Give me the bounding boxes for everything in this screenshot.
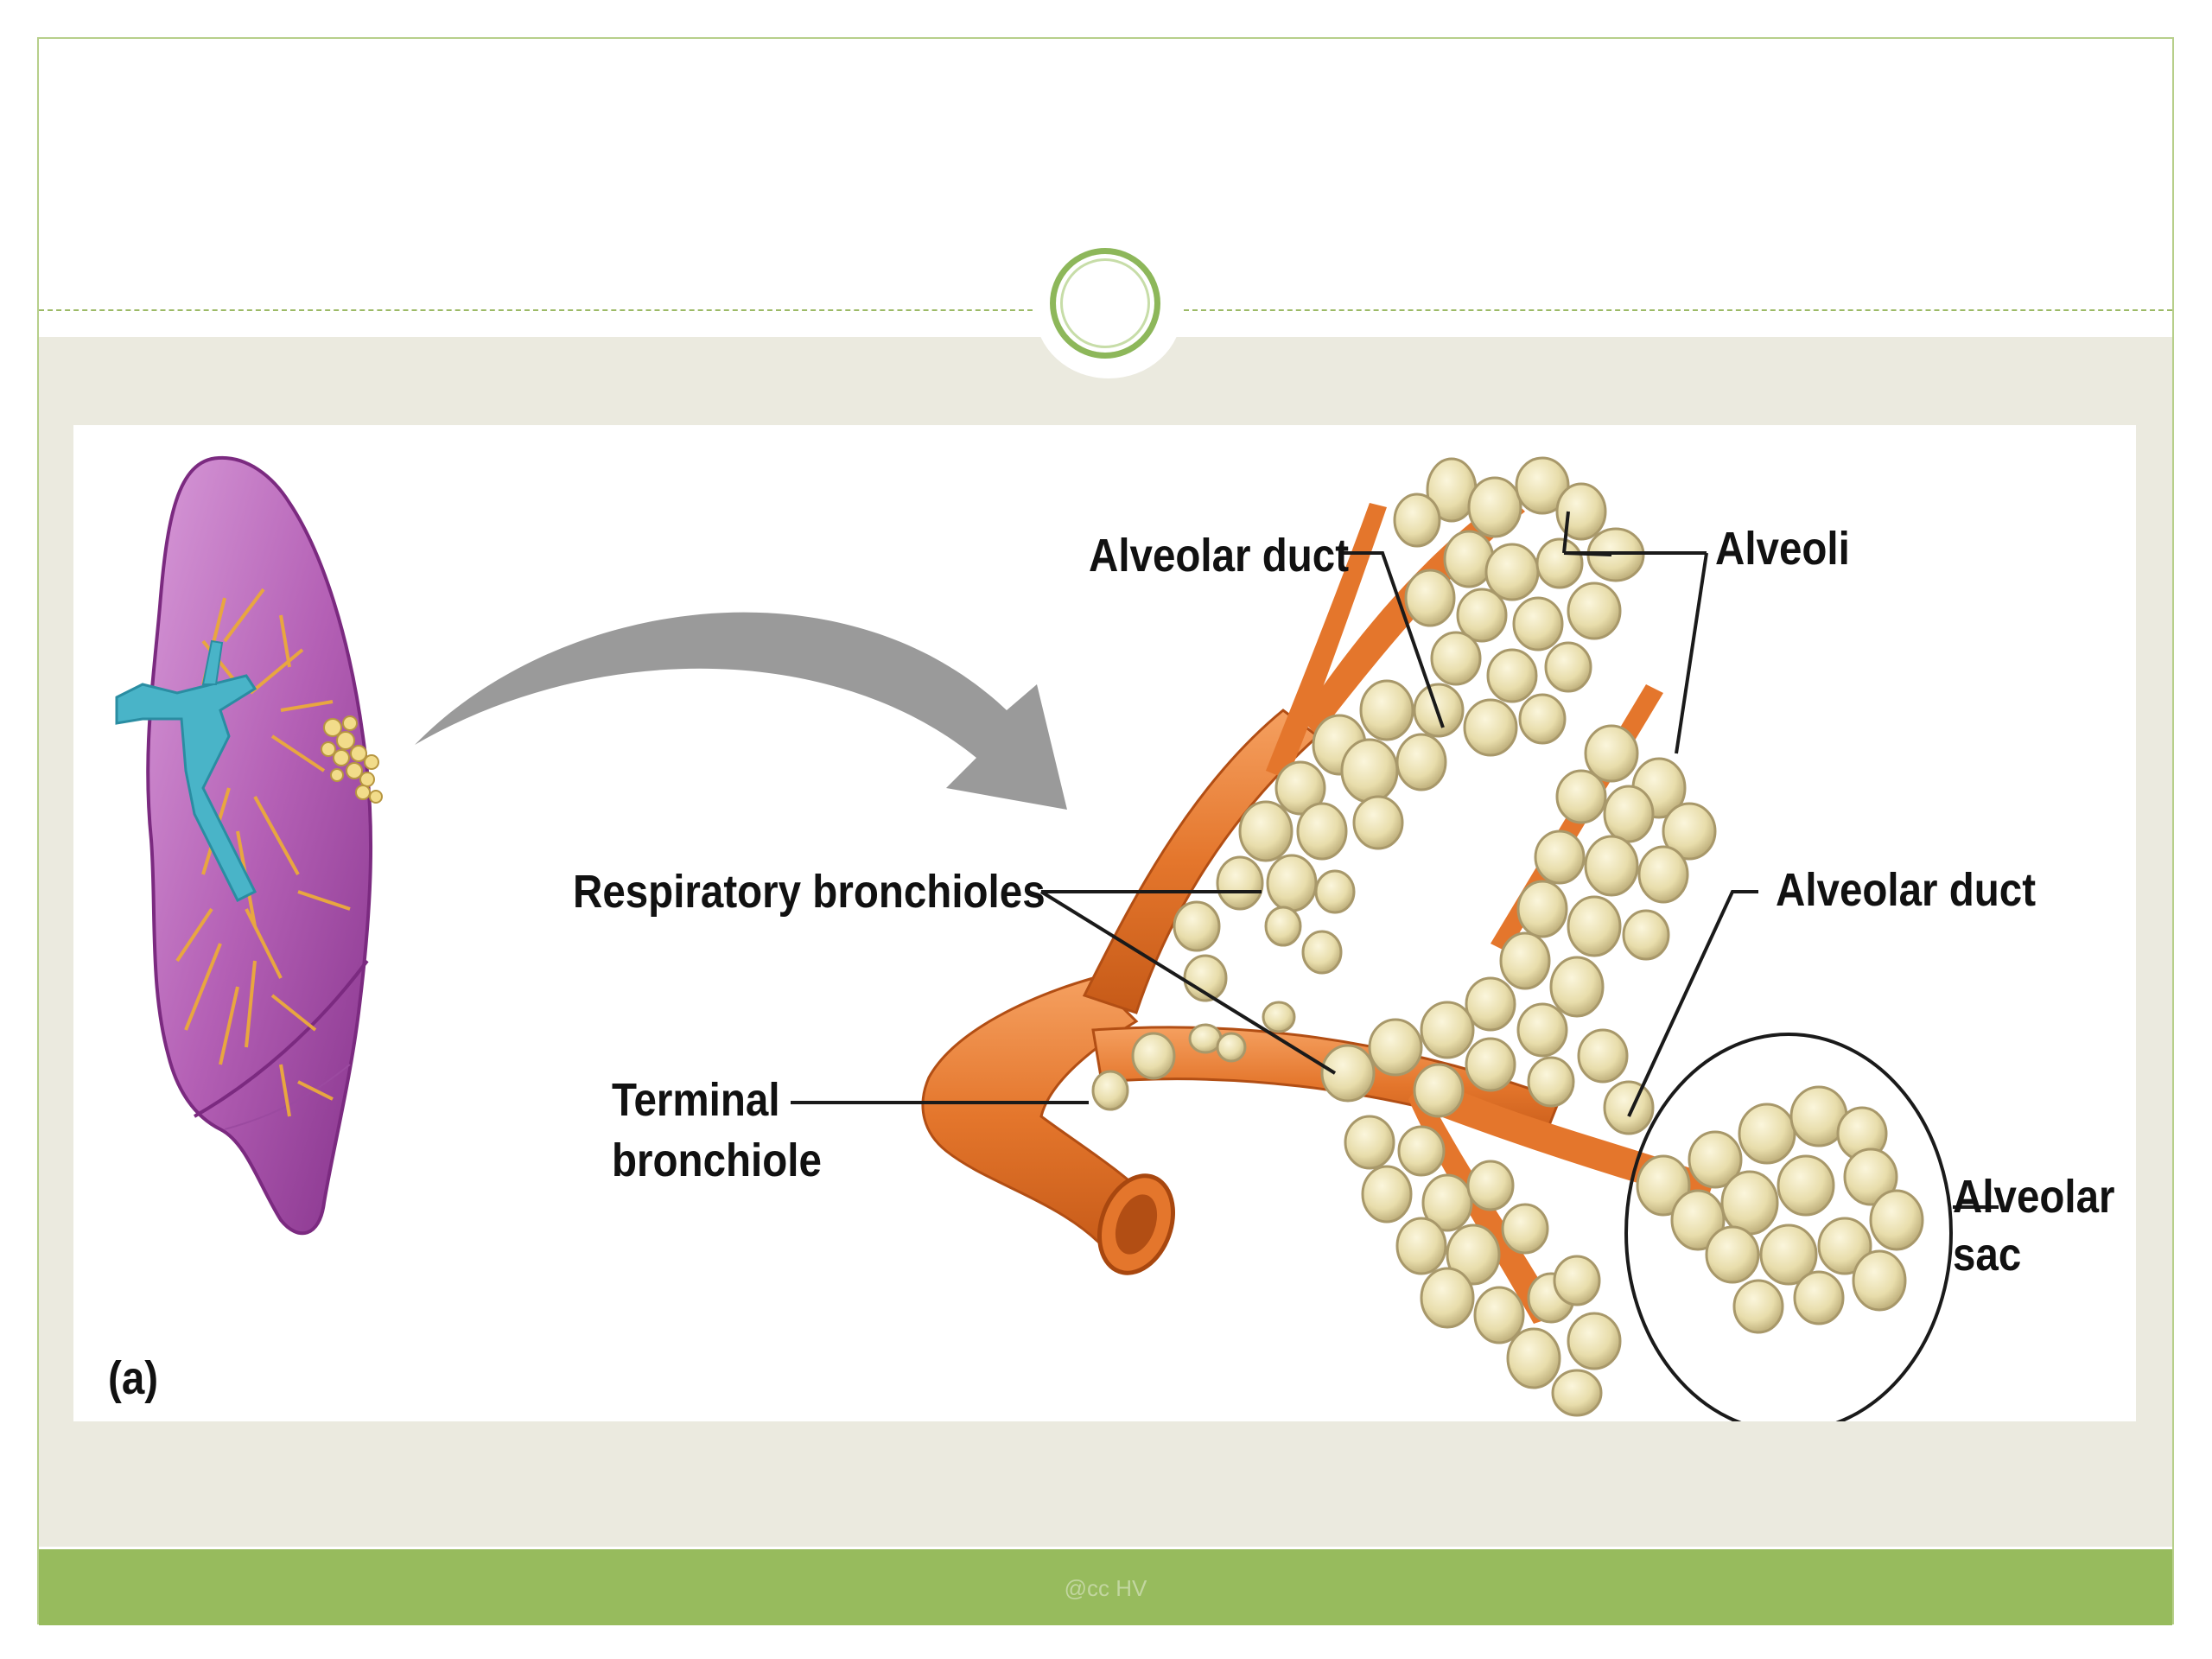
footer-credit: @cc HV [39, 1575, 2172, 1602]
label-alveolar-sac-line1: Alveolar [1953, 1168, 2115, 1227]
lung-anatomy-figure: Alveolar duct Alveoli Respiratory bronch… [73, 425, 2136, 1421]
zoom-arrow-icon [415, 613, 1067, 810]
figure-panel-label: (a) [108, 1350, 158, 1408]
footer-bar: @cc HV [39, 1549, 2172, 1625]
label-respiratory-bronchioles: Respiratory bronchioles [573, 863, 1046, 922]
label-alveolar-duct-right: Alveolar duct [1776, 861, 2036, 920]
label-terminal-bronchiole-line2: bronchiole [612, 1132, 822, 1191]
header-divider-right [1184, 309, 2172, 311]
lung-illustration [117, 458, 382, 1233]
header-divider-left [39, 309, 1033, 311]
lung-shape [148, 458, 371, 1233]
label-alveolar-duct-top: Alveolar duct [1089, 527, 1349, 586]
label-terminal-bronchiole-line1: Terminal [612, 1071, 780, 1130]
label-alveolar-sac-line2: sac [1953, 1226, 2021, 1285]
label-alveoli: Alveoli [1715, 520, 1850, 579]
decorative-ring-icon [1050, 248, 1160, 359]
